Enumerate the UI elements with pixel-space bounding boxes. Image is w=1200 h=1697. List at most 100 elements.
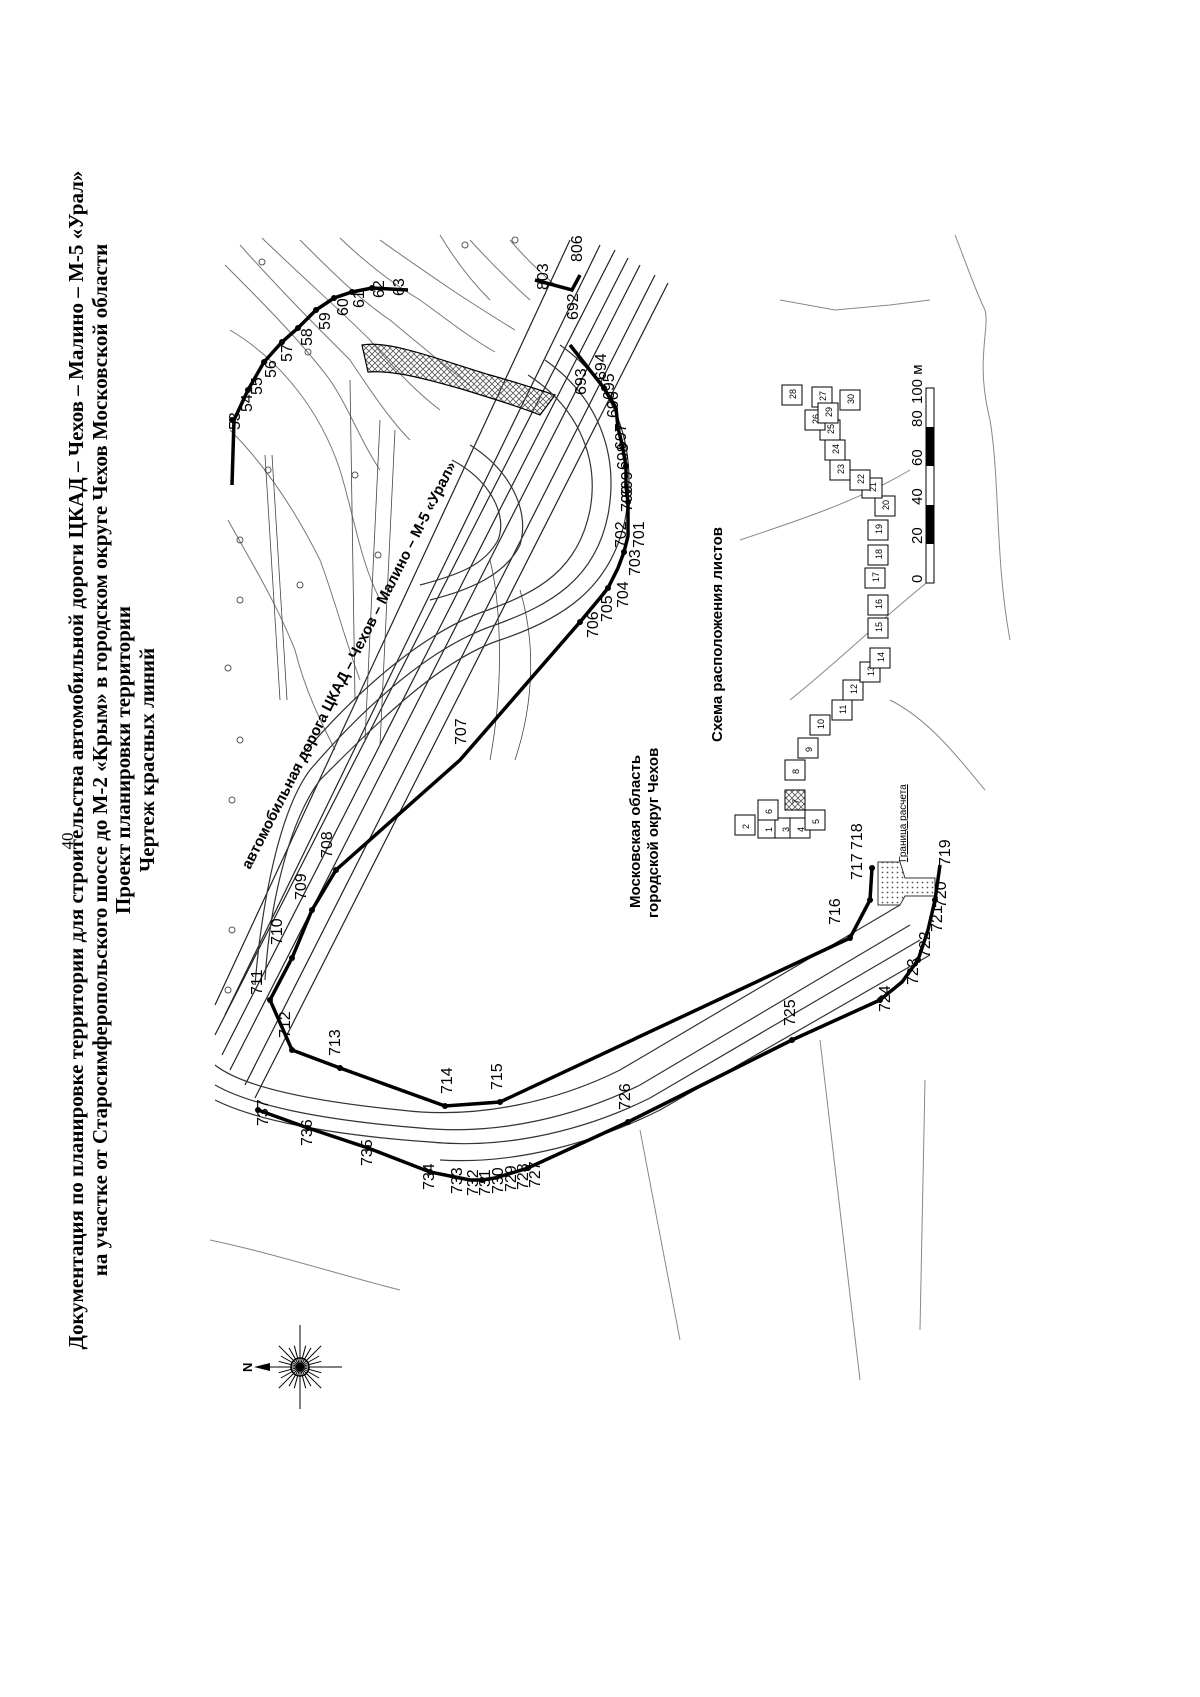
main-road-carriageway [214, 239, 669, 1099]
sheet-box: 19 [867, 519, 889, 541]
sheet-box-number: 9 [804, 747, 814, 752]
upper-point-label: 53 [227, 412, 244, 430]
lower-point-label: 728 [515, 1163, 532, 1190]
loop-point-label: 698 [615, 443, 632, 470]
lower-point-label: 735 [359, 1139, 376, 1166]
lower-point-label: 730 [490, 1167, 507, 1194]
sheet-box-number: 30 [846, 394, 856, 404]
sheet-box: 15 [867, 617, 889, 639]
lower-point-label: 726 [617, 1083, 634, 1110]
sheet-box: 24 [824, 439, 846, 461]
loop-point-label: 705 [599, 595, 616, 622]
scale-tick-label: 60 [909, 449, 926, 466]
upper-point-label: 62 [371, 280, 388, 298]
road-label: автомобильная дорога ЦКАД – Чехов – Мали… [238, 459, 460, 872]
sheet-box: 27 [811, 386, 833, 408]
sheet-box-number: 27 [818, 391, 828, 401]
upper-point-label: 57 [279, 344, 296, 362]
loop-point-label: 717 [849, 853, 866, 880]
background-markers [224, 236, 519, 994]
loop-point-label: 700 [619, 485, 636, 512]
sheet-box: 30 [839, 389, 861, 411]
region-line-2: городской округ Чехов [645, 748, 662, 918]
sheet-box: 2 [734, 814, 756, 836]
extra-point-label: 806 [569, 235, 586, 262]
compass-rose-icon [254, 1325, 342, 1409]
sheet-box: 10 [809, 714, 831, 736]
loop-point-label: 709 [293, 873, 310, 900]
sheet-box: 14 [869, 647, 891, 669]
lower-point-label: 719 [937, 839, 954, 866]
upper-point-label: 54 [239, 394, 256, 412]
sheet-box-number: 24 [831, 444, 841, 454]
loop-point-label: 702 [613, 521, 630, 548]
upper-point-label: 60 [335, 298, 352, 316]
sheet-box: 23 [829, 459, 851, 481]
loop-point-label: 697 [613, 423, 630, 450]
lower-point-label: 732 [465, 1169, 482, 1196]
north-letter: N [240, 1363, 255, 1372]
red-line-extra [534, 274, 582, 293]
sheet-box-number: 23 [836, 464, 846, 474]
sheet-box: 8 [784, 759, 806, 781]
loop-point-label: 716 [827, 898, 844, 925]
lower-point-label: 722 [917, 931, 934, 958]
sheet-box: 28 [781, 384, 803, 406]
vertex-dots [229, 285, 938, 1183]
loop-point-label: 711 [249, 969, 266, 995]
lower-point-label: 734 [421, 1163, 438, 1190]
upper-point-label: 61 [351, 290, 368, 308]
slope-hatching [264, 379, 532, 761]
sheet-box-number: 4 [796, 827, 806, 832]
sheet-scheme-label: Схема расположения листов [709, 527, 726, 742]
sheet-box-number: 2 [741, 824, 751, 829]
lower-road-band [214, 904, 931, 1162]
loop-point-label: 704 [615, 581, 632, 608]
upper-point-label: 59 [317, 312, 334, 330]
background-boundaries [209, 234, 1011, 1381]
upper-point-label: 58 [299, 328, 316, 346]
loop-point-label: 693 [573, 368, 590, 395]
lower-point-label: 721 [929, 905, 946, 932]
sheet-box-number: 16 [874, 599, 884, 609]
loop-ramp [254, 344, 630, 986]
upper-point-label: 56 [263, 360, 280, 378]
loop-point-label: 699 [619, 471, 636, 498]
sheet-box: 6 [757, 799, 779, 821]
lower-point-label: 724 [877, 985, 894, 1012]
lower-point-label: 720 [933, 881, 950, 908]
lower-point-label: 736 [299, 1119, 316, 1146]
sheet-box-number: 5 [811, 819, 821, 824]
sheet-box: 18 [867, 544, 889, 566]
sheet-box-number: 14 [876, 652, 886, 662]
sheet-box: 20 [874, 495, 896, 517]
loop-point-label: 694 [593, 353, 610, 380]
lower-point-label: 727 [527, 1161, 544, 1188]
sheet-box: 7 [784, 789, 806, 811]
scale-tick-label: 100 м [909, 364, 926, 404]
sheet-box-number: 12 [849, 684, 859, 694]
sheet-box-number: 8 [791, 769, 801, 774]
sheet-box-number: 28 [788, 389, 798, 399]
loop-point-label: 718 [849, 823, 866, 850]
sheet-box-number: 1 [764, 827, 774, 832]
sheet-box: 17 [864, 567, 886, 589]
sheet-box: 12 [842, 679, 864, 701]
sheet-box-number: 13 [866, 666, 876, 676]
sheet-box: 22 [849, 469, 871, 491]
scale-tick-label: 20 [909, 527, 926, 544]
sheet-box-number: 7 [791, 799, 801, 804]
sheet-box-number: 20 [881, 500, 891, 510]
loop-point-label: 713 [327, 1029, 344, 1056]
loop-point-label: 701 [631, 521, 648, 548]
sheet-box-number: 25 [826, 424, 836, 434]
sheet-box-number: 15 [874, 622, 884, 632]
scale-tick-label: 40 [909, 488, 926, 505]
sheet-box: 9 [797, 737, 819, 759]
loop-point-label: 695 [601, 373, 618, 400]
loop-point-label: 706 [585, 611, 602, 638]
sheet-box-number: 10 [816, 719, 826, 729]
lower-point-label: 723 [905, 958, 922, 985]
